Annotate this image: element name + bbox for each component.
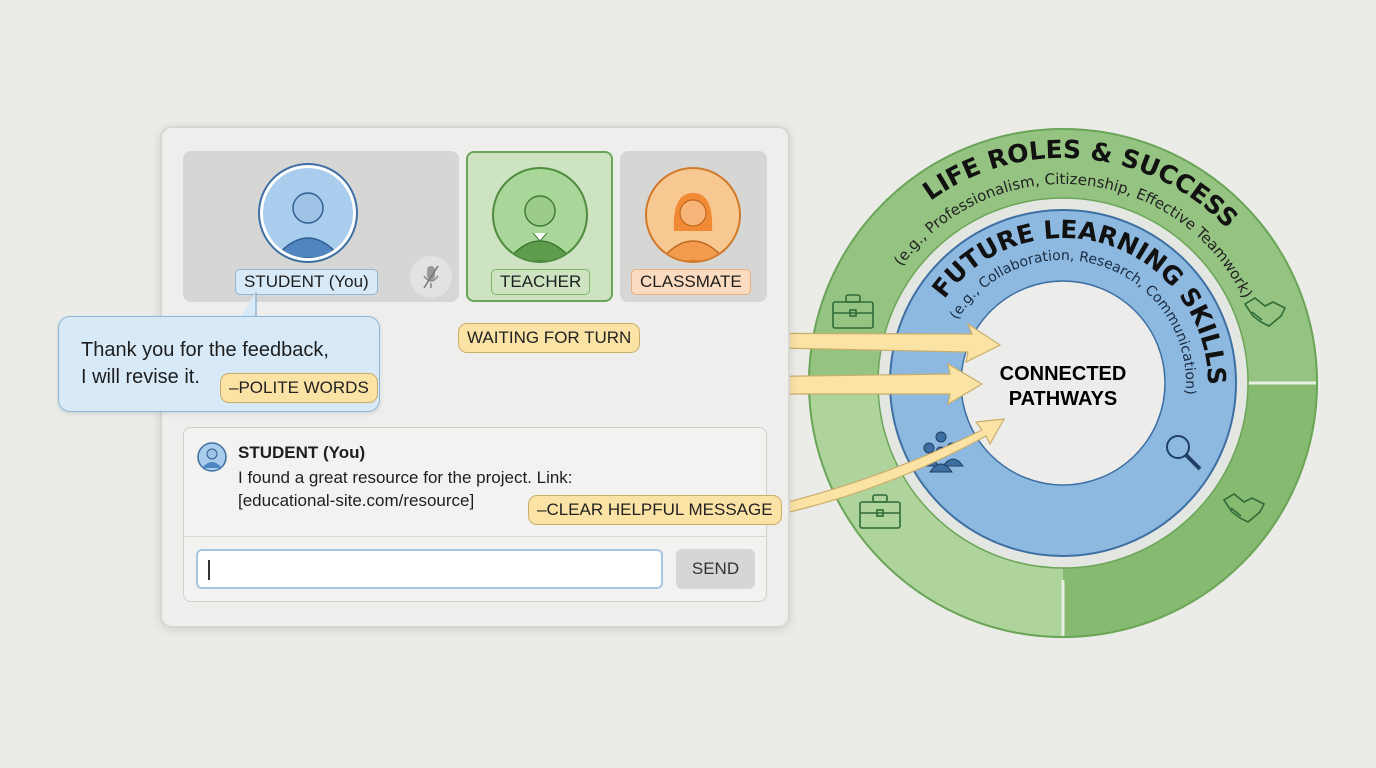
microphone-muted-icon[interactable] [410,256,452,298]
arrow-clear [771,418,1006,517]
handshake-icon [1243,297,1287,327]
bubble-line2: I will revise it. [81,366,200,388]
waiting-for-turn-label: WAITING FOR TURN [458,323,641,353]
text-caret [208,560,210,580]
magnifier-icon [1166,435,1202,471]
sender-avatar-icon [197,442,227,472]
briefcase-icon [859,494,901,529]
chat-message: I found a great resource for the project… [238,466,573,512]
chat-panel: STUDENT (You) I found a great resource f… [183,427,767,602]
teacher-name-tag: TEACHER [491,269,591,295]
center-line1: CONNECTED [1000,363,1127,385]
center-line2: PATHWAYS [1009,388,1118,410]
teacher-avatar [492,167,588,263]
bubble-line1: Thank you for the feedback, [81,339,329,361]
polite-words-label: –POLITE WORDS [220,373,378,403]
chat-message-input[interactable] [196,549,663,589]
student-name-tag: STUDENT (You) [235,269,378,295]
briefcase-icon [832,294,874,329]
chat-divider [184,536,766,537]
classmate-name-tag: CLASSMATE [631,269,751,295]
handshake-icon [1222,493,1266,523]
chat-sender: STUDENT (You) [238,443,366,462]
message-line1: I found a great resource for the project… [238,468,573,487]
send-button[interactable]: SEND [676,549,755,589]
classmate-avatar [645,167,741,263]
student-avatar [260,165,356,261]
clear-helpful-message-label: –CLEAR HELPFUL MESSAGE [528,495,782,525]
message-link[interactable]: [educational-site.com/resource] [238,491,475,510]
